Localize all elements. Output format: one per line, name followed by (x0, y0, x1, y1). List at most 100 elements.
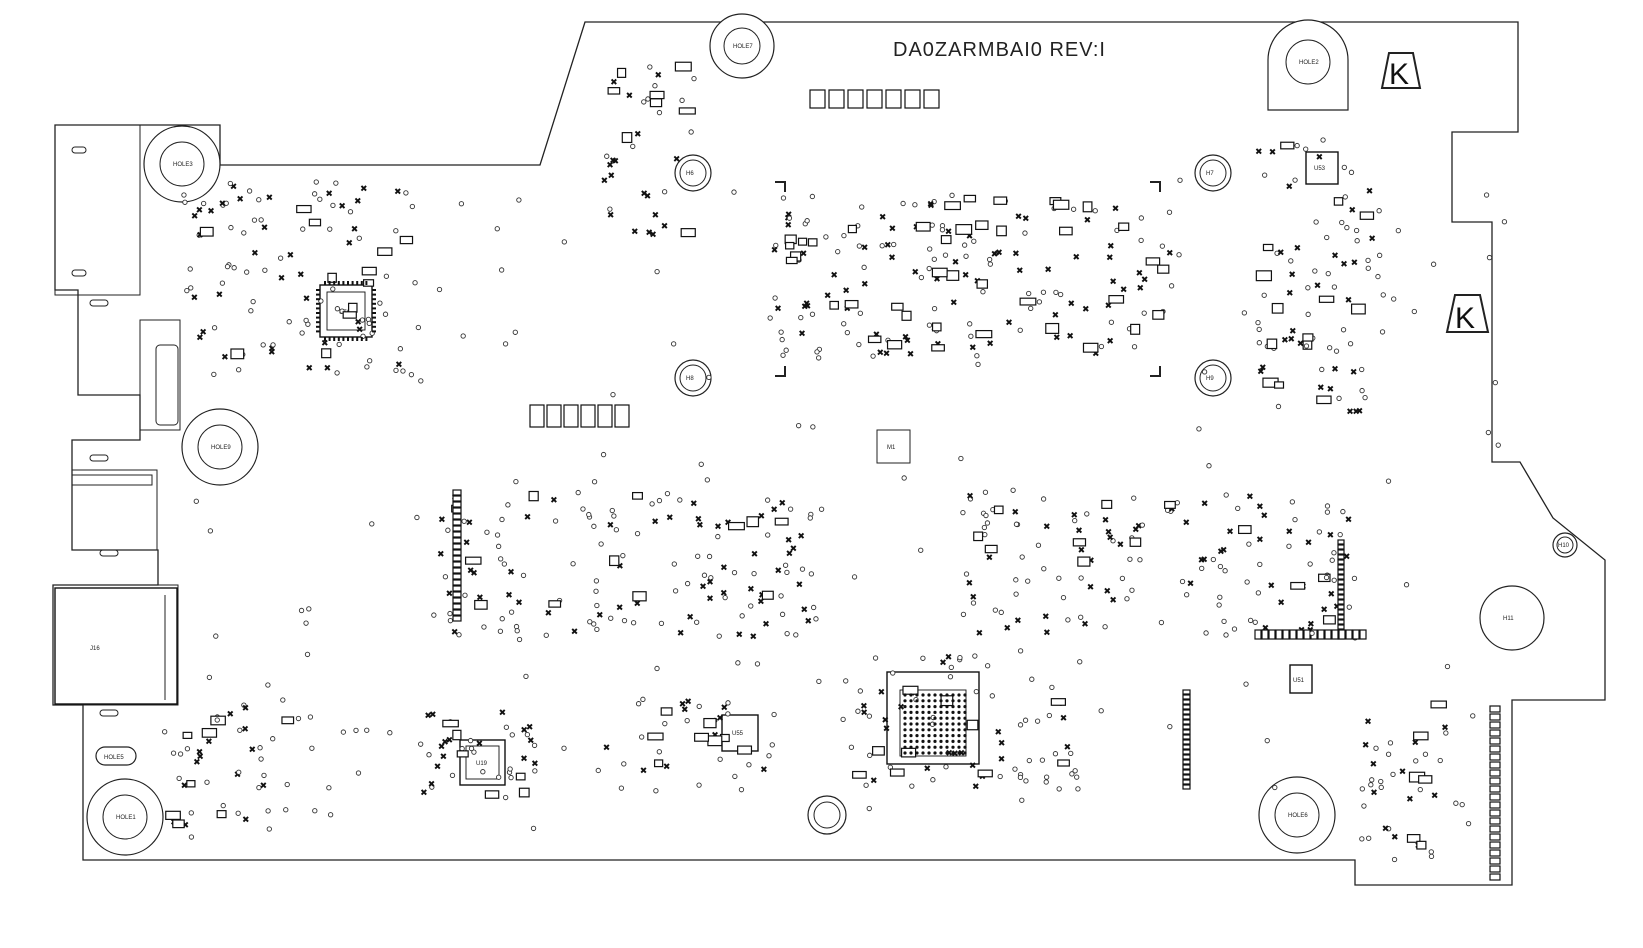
via (471, 749, 477, 755)
via (811, 604, 817, 611)
via (840, 716, 846, 723)
via (948, 664, 954, 671)
via (1428, 853, 1435, 860)
smd-x-mark: ✖ (1259, 364, 1267, 374)
smd-component (452, 513, 462, 520)
smd-x-mark: ✖ (998, 739, 1006, 749)
via (418, 378, 424, 384)
via (679, 97, 685, 103)
smd-component (1182, 729, 1191, 735)
smd-x-mark: ✖ (720, 563, 728, 573)
via (561, 745, 567, 751)
via (982, 489, 989, 495)
smd-component (1489, 817, 1501, 825)
smd-x-mark: ✖ (760, 766, 768, 776)
smd-component (1077, 556, 1091, 567)
smd-component (1337, 574, 1345, 580)
bga-ball (903, 751, 907, 755)
smd-x-mark: ✖ (735, 630, 743, 640)
smd-component (186, 780, 196, 788)
smd-component (1489, 825, 1501, 833)
via (909, 783, 915, 789)
smd-component (452, 519, 462, 526)
smd-component (1413, 731, 1429, 741)
via (1026, 757, 1032, 764)
smd-x-mark: ✖ (196, 334, 204, 344)
via (1313, 219, 1319, 225)
smd-x-mark: ✖ (1014, 616, 1022, 626)
smd-component (1318, 295, 1335, 303)
bga-ball (939, 716, 943, 720)
via (313, 179, 319, 185)
mount-hole-1: HOLE1 (86, 778, 164, 856)
via (496, 774, 502, 780)
smd-component (452, 609, 462, 616)
via (1029, 676, 1035, 682)
smd-x-mark: ✖ (1399, 768, 1407, 778)
via (1127, 556, 1133, 562)
via (207, 528, 214, 534)
smd-x-mark: ✖ (1043, 629, 1051, 639)
smd-x-mark: ✖ (1075, 527, 1083, 537)
smd-component (614, 404, 630, 428)
smd-x-mark: ✖ (1136, 269, 1144, 279)
smd-component (199, 226, 214, 237)
via (1485, 429, 1492, 436)
smd-x-mark: ✖ (1012, 250, 1020, 260)
via (1437, 757, 1443, 764)
via (1417, 787, 1423, 793)
via (1199, 565, 1205, 572)
smd-x-mark: ✖ (1105, 528, 1113, 538)
via (369, 521, 375, 527)
smd-x-mark: ✖ (1120, 285, 1128, 295)
via (236, 769, 242, 775)
via (593, 578, 600, 584)
smd-component (829, 300, 839, 310)
via (227, 180, 233, 187)
via (972, 653, 978, 659)
smd-component (452, 579, 462, 586)
smd-x-mark: ✖ (1345, 296, 1353, 306)
bga-ball (957, 693, 961, 697)
via (1362, 394, 1368, 401)
via (1210, 556, 1216, 563)
via (1023, 778, 1029, 784)
via (594, 602, 600, 609)
smd-x-mark: ✖ (861, 280, 869, 290)
smd-x-mark: ✖ (1182, 519, 1190, 529)
smd-component (1254, 629, 1262, 640)
smd-component (452, 729, 462, 741)
smd-component (1489, 737, 1501, 745)
smd-component (296, 204, 312, 214)
via (231, 265, 237, 271)
via (949, 192, 955, 198)
via (303, 317, 309, 324)
smd-component (1337, 539, 1345, 545)
smd-component (1280, 141, 1295, 150)
bga-ball (951, 699, 955, 703)
via (1217, 594, 1223, 600)
chip-pin (372, 302, 376, 305)
via (780, 195, 787, 201)
bga-ball (963, 705, 967, 709)
via (359, 317, 366, 323)
bga-ball (957, 722, 961, 726)
via (998, 609, 1004, 615)
smd-x-mark: ✖ (1343, 552, 1351, 562)
via (1378, 784, 1384, 790)
via (943, 764, 949, 770)
bga-ball (933, 693, 937, 697)
via (520, 572, 527, 579)
via (731, 189, 737, 195)
via (1022, 717, 1029, 723)
smd-component (1337, 609, 1345, 615)
smd-component (797, 237, 808, 246)
smd-x-mark: ✖ (596, 611, 604, 621)
smd-x-mark: ✖ (1198, 556, 1206, 566)
via (901, 475, 907, 481)
smd-x-mark: ✖ (969, 344, 977, 354)
via (1019, 554, 1025, 560)
smd-x-mark: ✖ (879, 213, 887, 223)
smd-x-mark: ✖ (966, 492, 974, 502)
via (1483, 192, 1490, 198)
